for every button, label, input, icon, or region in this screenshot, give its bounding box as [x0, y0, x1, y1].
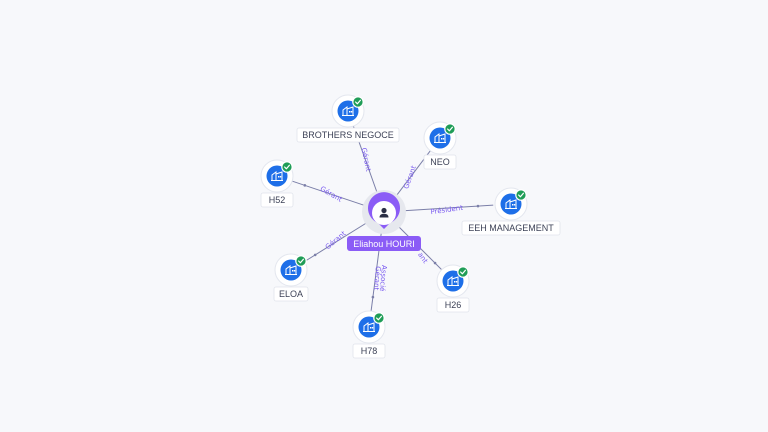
- verified-check-icon: [281, 161, 293, 173]
- company-node-neo[interactable]: NEO: [423, 121, 457, 170]
- company-name: EEH MANAGEMENT: [468, 223, 554, 233]
- center-person-node[interactable]: Eliahou HOURI: [347, 190, 421, 251]
- company-name: ELOA: [279, 289, 303, 299]
- edge-arrow-h78: [371, 295, 375, 299]
- node-core: [442, 270, 464, 292]
- company-label-box: [436, 297, 470, 313]
- node-core: [280, 259, 302, 281]
- company-label-box: [461, 220, 561, 236]
- company-name: NEO: [430, 157, 450, 167]
- edge-arrow-eloa: [313, 253, 317, 257]
- verified-check-icon: [444, 123, 456, 135]
- node-core: [266, 165, 288, 187]
- edge-arrow-eeh-management: [476, 204, 480, 208]
- company-name: BROTHERS NEGOCE: [302, 130, 394, 140]
- center-name: Eliahou HOURI: [353, 239, 415, 249]
- verified-check-icon: [373, 312, 385, 324]
- verified-check-icon: [352, 96, 364, 108]
- verified-check-icon: [515, 189, 527, 201]
- edge-role-label: Gérant: [402, 164, 418, 190]
- verified-check-icon: [295, 255, 307, 267]
- building-icon: [363, 322, 375, 332]
- company-name: H78: [361, 346, 378, 356]
- company-name: H52: [269, 195, 286, 205]
- building-icon: [447, 276, 459, 286]
- company-label-box: [296, 127, 400, 143]
- node-core: [337, 100, 359, 122]
- building-icon: [505, 199, 517, 209]
- building-icon: [271, 171, 283, 181]
- edge-role-label: Gérant: [319, 185, 344, 204]
- person-icon: [379, 207, 389, 218]
- building-icon: [342, 106, 354, 116]
- company-node-h78[interactable]: H78: [352, 310, 386, 359]
- node-core: [500, 193, 522, 215]
- edge-role-label: Gérant: [360, 147, 373, 172]
- company-label-box: [273, 286, 309, 302]
- company-label-box: [352, 343, 386, 359]
- company-node-eloa[interactable]: ELOA: [273, 253, 309, 302]
- node-core: [429, 127, 451, 149]
- center-label-box: [347, 236, 421, 251]
- company-node-h26[interactable]: H26: [436, 264, 470, 313]
- company-node-eeh-management[interactable]: EEH MANAGEMENT: [461, 187, 561, 236]
- building-icon: [434, 133, 446, 143]
- edge-role-label: Gérant: [372, 266, 382, 291]
- company-name: H26: [445, 300, 462, 310]
- edge-arrow-h26: [433, 261, 437, 265]
- company-node-brothers-negoce[interactable]: BROTHERS NEGOCE: [296, 94, 400, 143]
- node-core: [358, 316, 380, 338]
- company-label-box: [260, 192, 294, 208]
- edge-role-label: Associé: [378, 265, 388, 292]
- company-label-box: [423, 154, 457, 170]
- edge-role-label: Gérant: [324, 230, 348, 252]
- building-icon: [285, 265, 297, 275]
- verified-check-icon: [457, 266, 469, 278]
- company-node-h52[interactable]: H52: [260, 159, 294, 208]
- edge-arrow-h52: [303, 184, 307, 187]
- edge-role-label: ant: [416, 251, 429, 265]
- edge-role-label: Président: [430, 204, 464, 217]
